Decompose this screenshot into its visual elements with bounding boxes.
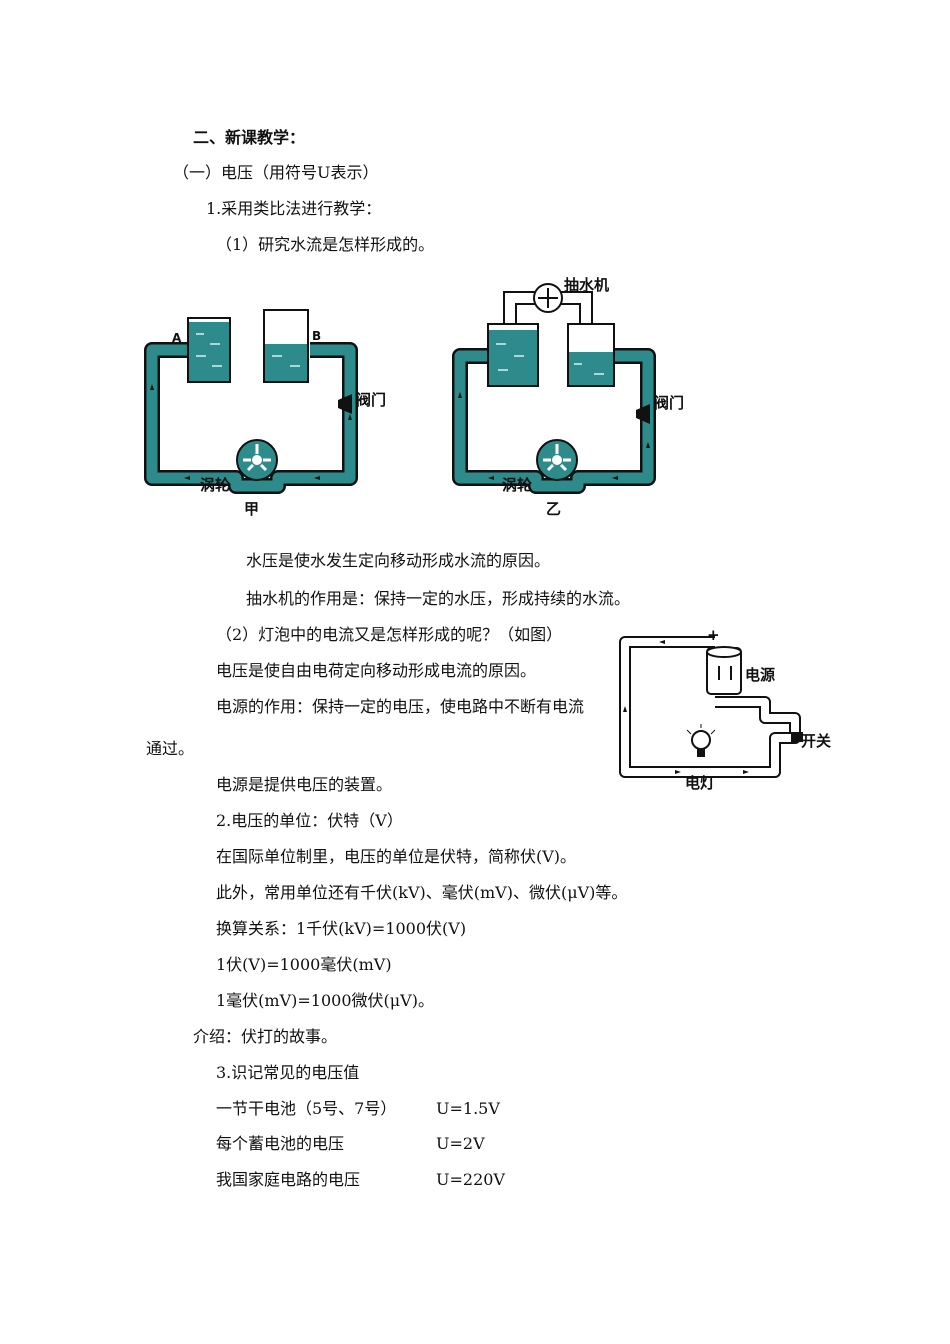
voltage-cause-text: 电压是使自由电荷定向移动形成电流的原因。	[216, 661, 537, 680]
pump-role-text: 抽水机的作用是：保持一定的水压，形成持续的水流。	[246, 589, 631, 608]
label-a: A	[172, 331, 182, 345]
figure-a-name: 甲	[244, 500, 259, 518]
voltage-row-name: 每个蓄电池的电压	[216, 1134, 345, 1153]
voltage-row-value: U=2V	[436, 1134, 485, 1153]
turbine-label: 涡轮	[200, 476, 230, 494]
source-label: 电源	[745, 666, 775, 684]
voltage-row-name: 一节干电池（5号、7号）	[216, 1099, 397, 1118]
water-pressure-text: 水压是使水发生定向移动形成水流的原因。	[246, 551, 551, 570]
lamp-label: 电灯	[685, 774, 715, 792]
conversion-kv: 换算关系：1千伏(kV)=1000伏(V)	[216, 919, 467, 938]
conversion-uv: 1毫伏(mV)=1000微伏(μV)。	[216, 991, 434, 1010]
water-circuit-figure-a: A B 阀门 涡轮 甲	[144, 309, 386, 518]
voltage-row-value: U=220V	[436, 1170, 505, 1189]
subsection-voltage: （一）电压（用符号U表示）	[173, 163, 379, 182]
voltage-row-name: 我国家庭电路的电压	[216, 1170, 361, 1189]
valve-label-b: 阀门	[654, 394, 684, 412]
source-role-text: 电源的作用：保持一定的电压，使电路中不断有电流	[216, 697, 585, 716]
figure-b-name: 乙	[546, 500, 561, 518]
water-circuit-figure-b: 抽水机 阀门 涡轮 乙	[452, 276, 684, 518]
label-b: B	[312, 329, 321, 343]
turbine-label-b: 涡轮	[502, 476, 532, 494]
switch-label: 开关	[801, 732, 831, 750]
plus-sign: +	[707, 626, 720, 644]
section-title: 二、新课教学：	[193, 128, 306, 147]
conversion-mv: 1伏(V)=1000毫伏(mV)	[216, 955, 392, 974]
question-water-flow: （1）研究水流是怎样形成的。	[216, 235, 435, 254]
voltage-row-value: U=1.5V	[436, 1099, 500, 1118]
item-common-voltages: 3.识记常见的电压值	[216, 1063, 360, 1082]
electric-circuit-figure: + 电源 开关 电灯	[619, 626, 831, 792]
valve-label: 阀门	[356, 391, 386, 409]
source-device-text: 电源是提供电压的装置。	[216, 775, 393, 794]
intro-volta-story: 介绍：伏打的故事。	[193, 1027, 338, 1046]
source-role-text-cont: 通过。	[146, 739, 195, 758]
other-units-text: 此外，常用单位还有千伏(kV)、毫伏(mV)、微伏(μV)等。	[216, 883, 628, 902]
si-unit-text: 在国际单位制里，电压的单位是伏特，简称伏(V)。	[216, 847, 577, 866]
question-lamp-current: （2）灯泡中的电流又是怎样形成的呢？（如图）	[216, 625, 563, 644]
item-analogy-method: 1.采用类比法进行教学：	[206, 199, 382, 218]
item-voltage-unit: 2.电压的单位：伏特（V）	[216, 811, 403, 830]
pump-label: 抽水机	[564, 276, 609, 294]
